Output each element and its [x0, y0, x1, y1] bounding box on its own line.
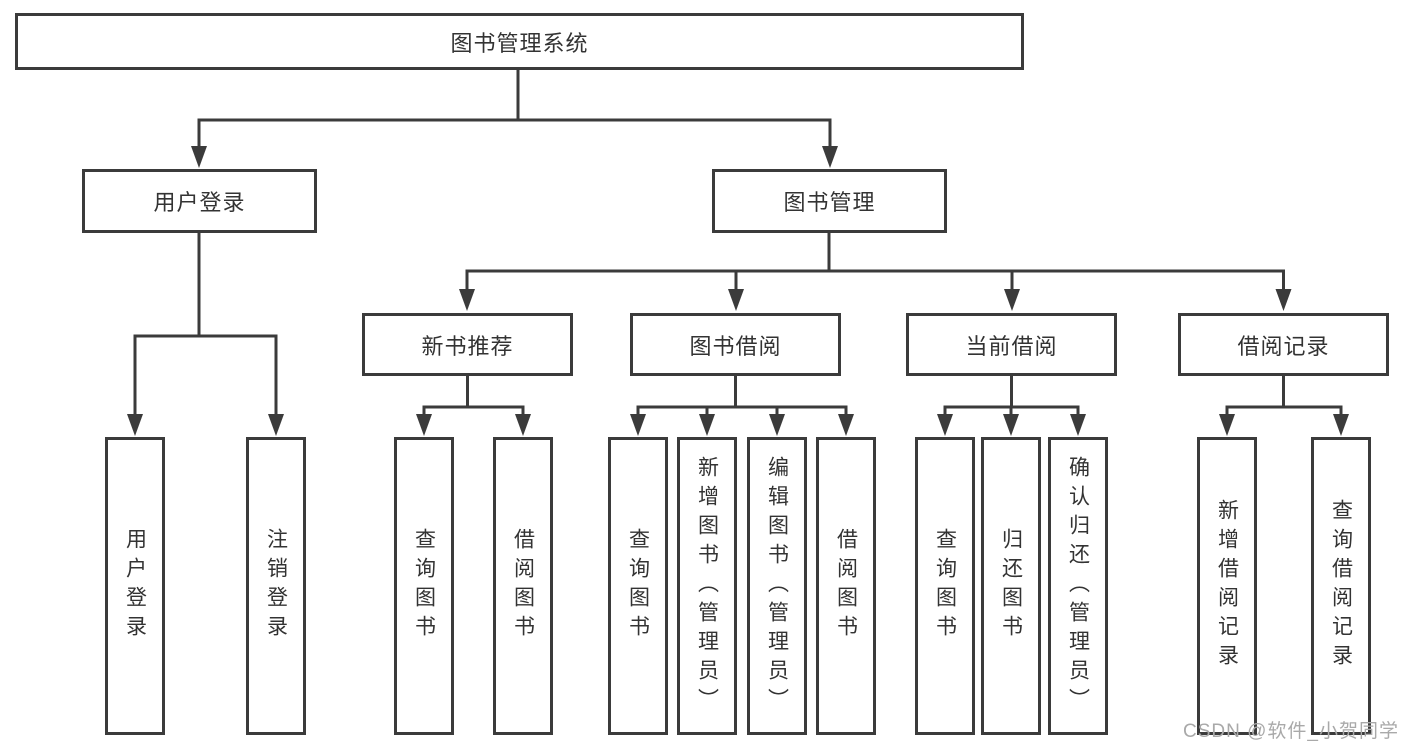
node-new-book-recommend: 新书推荐	[362, 313, 573, 376]
leaf-borrow-books-borrow: 借阅图书	[816, 437, 876, 735]
leaf-edit-book-admin: 编辑图书（管理员）	[747, 437, 807, 735]
leaf-borrow-books-recommend: 借阅图书	[493, 437, 553, 735]
node-current-borrow: 当前借阅	[906, 313, 1117, 376]
node-book-borrow: 图书借阅	[630, 313, 841, 376]
node-book-management: 图书管理	[712, 169, 947, 233]
leaf-logout: 注销登录	[246, 437, 306, 735]
connector-user-login-branch	[127, 233, 284, 436]
leaf-add-book-admin: 新增图书（管理员）	[677, 437, 737, 735]
connector-root-branch	[191, 70, 838, 168]
leaf-query-borrow-record: 查询借阅记录	[1311, 437, 1371, 735]
leaf-confirm-return-admin: 确认归还（管理员）	[1048, 437, 1108, 735]
connector-book-management-branch	[459, 233, 1292, 311]
connector-current-borrow-branch	[937, 376, 1086, 436]
node-root: 图书管理系统	[15, 13, 1024, 70]
connector-book-borrow-branch	[630, 376, 854, 436]
leaf-query-books-current: 查询图书	[915, 437, 975, 735]
leaf-query-books-borrow: 查询图书	[608, 437, 668, 735]
node-borrow-records: 借阅记录	[1178, 313, 1389, 376]
connector-new-book-branch	[416, 376, 531, 436]
leaf-add-borrow-record: 新增借阅记录	[1197, 437, 1257, 735]
leaf-return-book: 归还图书	[981, 437, 1041, 735]
node-user-login: 用户登录	[82, 169, 317, 233]
connector-borrow-records-branch	[1219, 376, 1349, 436]
leaf-user-login: 用户登录	[105, 437, 165, 735]
csdn-watermark: CSDN @软件_小贺同学	[1183, 721, 1399, 742]
leaf-query-books-recommend: 查询图书	[394, 437, 454, 735]
